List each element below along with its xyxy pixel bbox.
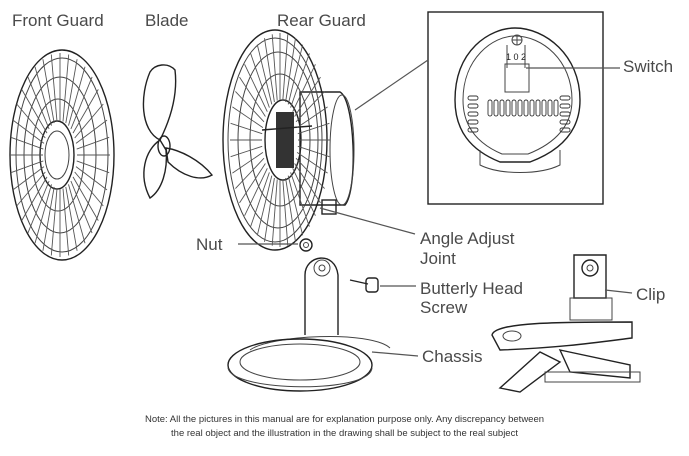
disclaimer-note-line1: Note: All the pictures in this manual ar… <box>144 414 545 425</box>
switch-positions-label: 1 0 2 <box>506 52 527 62</box>
rear-guard-label: Rear Guard <box>277 11 366 30</box>
front-guard-label: Front Guard <box>12 11 104 30</box>
angle-adjust-joint-label-line2: Joint <box>420 249 456 268</box>
front-guard-drawing <box>9 49 115 261</box>
switch-label: Switch <box>623 57 674 76</box>
rear-guard-drawing <box>222 29 355 251</box>
chassis-label: Chassis <box>422 347 483 366</box>
clip-drawing <box>491 254 641 393</box>
butterfly-screw-label-line1: Butterly Head <box>420 279 523 298</box>
disclaimer-note-line2: the real object and the illustration in … <box>171 428 518 439</box>
butterfly-screw-drawing <box>349 277 416 293</box>
blade-label: Blade <box>145 11 189 30</box>
chassis-leader <box>371 351 419 357</box>
switch-inset <box>354 11 620 205</box>
angle-adjust-joint-label-line1: Angle Adjust <box>420 229 515 248</box>
angle-adjust-leader <box>319 207 416 235</box>
butterfly-screw-label-line2: Screw <box>420 298 468 317</box>
nut-label: Nut <box>196 235 223 254</box>
blade-drawing <box>142 64 214 200</box>
clip-label: Clip <box>636 285 666 304</box>
nut-drawing <box>238 238 313 252</box>
stand-drawing <box>227 257 391 392</box>
